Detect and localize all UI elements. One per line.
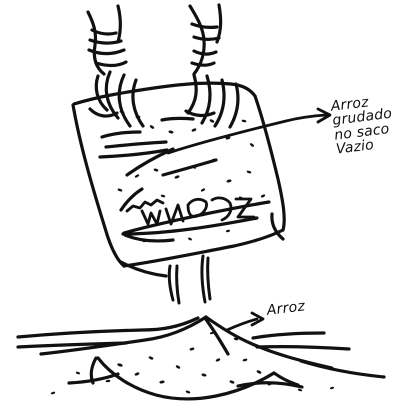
falling-rice-stream xyxy=(169,256,210,303)
pile-arrow xyxy=(227,313,263,330)
hands-holding-bag xyxy=(88,5,238,127)
rice-grains-in-bag xyxy=(117,110,265,243)
bag-label-art xyxy=(127,198,254,224)
bag-contents-label: Arroz grudado no saco Vazio xyxy=(330,90,411,156)
empty-rice-bag xyxy=(73,83,284,276)
rice-pile xyxy=(18,317,384,399)
